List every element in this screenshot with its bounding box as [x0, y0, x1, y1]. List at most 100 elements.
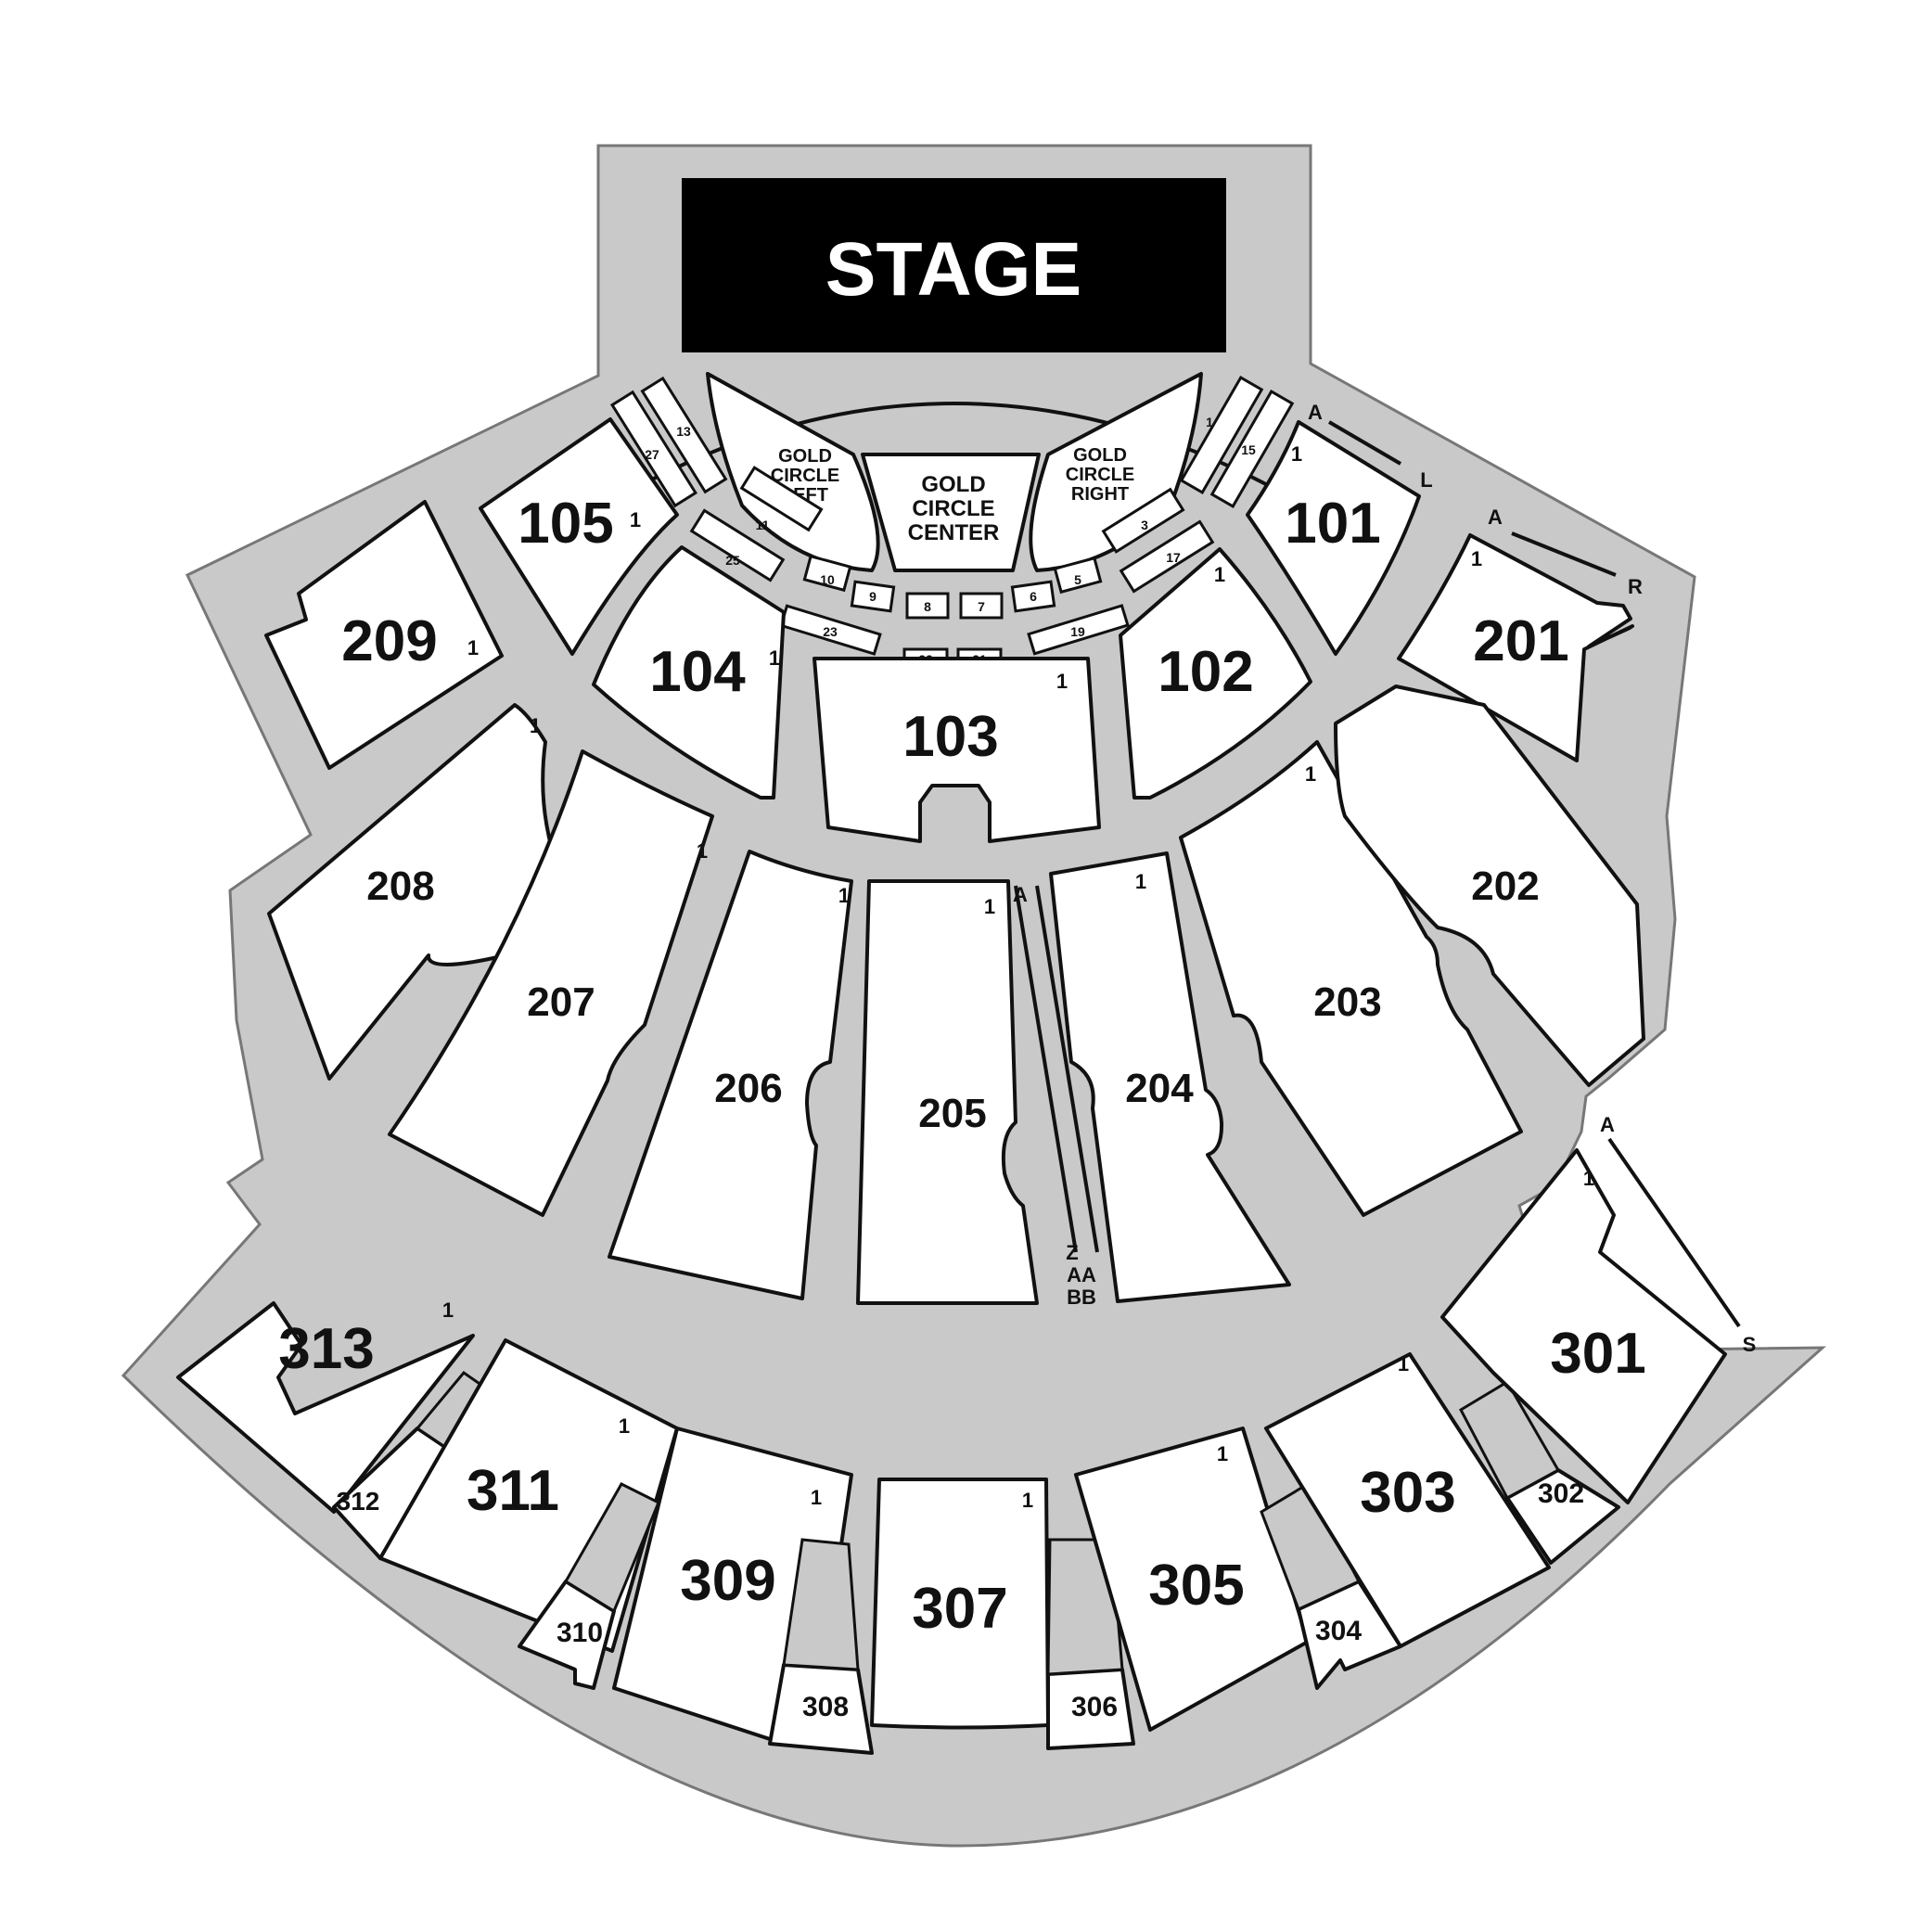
svg-text:17: 17	[1166, 550, 1181, 565]
label-205: 205	[918, 1091, 986, 1136]
section-302-gap[interactable]	[1459, 1379, 1561, 1501]
row1-305: 1	[1217, 1442, 1228, 1465]
svg-text:15: 15	[1241, 442, 1256, 457]
aisle-z-left	[1014, 885, 1078, 1253]
box-6[interactable]: 6	[1010, 580, 1056, 613]
box-3[interactable]: 3	[1101, 487, 1185, 554]
row1-209: 1	[467, 636, 479, 659]
box-25[interactable]: 25	[689, 508, 786, 582]
label-302: 302	[1538, 1478, 1584, 1509]
section-104[interactable]	[592, 545, 786, 800]
section-203[interactable]	[1179, 740, 1523, 1217]
section-206[interactable]	[608, 850, 853, 1300]
gold-circle-center[interactable]	[861, 453, 1041, 572]
label-303: 303	[1360, 1461, 1455, 1525]
row1-313: 1	[442, 1299, 454, 1322]
row1-206: 1	[838, 884, 850, 907]
gold-left-l1: GOLD	[778, 446, 832, 467]
label-101: 101	[1285, 492, 1380, 556]
row1-105: 1	[630, 508, 641, 531]
label-208: 208	[366, 864, 434, 909]
aisle-l	[1327, 420, 1402, 466]
row-l: L	[1420, 468, 1432, 492]
box-17[interactable]: 17	[1119, 519, 1215, 594]
svg-text:9: 9	[869, 589, 876, 604]
box-13[interactable]: 13	[640, 376, 728, 494]
row1-301: 1	[1583, 1167, 1594, 1190]
label-310: 310	[557, 1618, 603, 1648]
section-209[interactable]	[264, 500, 504, 770]
svg-text:27: 27	[645, 447, 659, 462]
label-207: 207	[527, 979, 595, 1025]
label-306: 306	[1071, 1692, 1118, 1722]
row1-303: 1	[1398, 1352, 1409, 1375]
label-206: 206	[714, 1066, 782, 1111]
row-a-101: A	[1308, 401, 1323, 424]
section-207[interactable]	[388, 749, 714, 1217]
section-303[interactable]	[1264, 1352, 1551, 1648]
section-205[interactable]	[856, 879, 1039, 1305]
label-313: 313	[278, 1317, 374, 1381]
box-5[interactable]: 5	[1053, 556, 1103, 595]
svg-text:5: 5	[1074, 572, 1081, 587]
row-a-301: A	[1600, 1113, 1615, 1136]
stage	[682, 178, 1226, 352]
box-27[interactable]: 27	[609, 390, 698, 508]
label-308: 308	[802, 1692, 849, 1722]
box-11[interactable]: 11	[739, 466, 824, 532]
svg-text:23: 23	[823, 624, 838, 639]
svg-text:19: 19	[1070, 624, 1085, 639]
gold-right-l1: GOLD	[1073, 445, 1127, 466]
label-201: 201	[1473, 609, 1568, 673]
gold-center-l2: CIRCLE	[912, 496, 994, 521]
section-308-gap[interactable]	[782, 1538, 860, 1671]
label-309: 309	[680, 1549, 775, 1613]
section-103[interactable]	[812, 657, 1101, 843]
label-311: 311	[467, 1459, 559, 1523]
row-aa: AA	[1067, 1263, 1096, 1286]
svg-text:3: 3	[1141, 518, 1148, 532]
aisle-r	[1511, 531, 1617, 577]
svg-text:10: 10	[820, 572, 835, 587]
section-208[interactable]	[267, 703, 554, 1081]
row1-201: 1	[1471, 547, 1482, 570]
row1-207: 1	[697, 839, 708, 863]
row1-204: 1	[1135, 870, 1146, 893]
label-104: 104	[649, 640, 746, 704]
box-19[interactable]: 19	[1027, 604, 1130, 656]
box-8[interactable]: 8	[905, 592, 950, 620]
box-7[interactable]: 7	[959, 592, 1004, 620]
box-9[interactable]: 9	[850, 580, 896, 613]
box-1-top[interactable]: 1	[1179, 376, 1264, 494]
section-201[interactable]	[1397, 533, 1634, 762]
label-202: 202	[1471, 864, 1539, 909]
section-301[interactable]	[1440, 1148, 1727, 1504]
box-10[interactable]: 10	[802, 554, 852, 593]
gold-right-l3: RIGHT	[1071, 484, 1129, 505]
row1-208: 1	[530, 714, 541, 737]
section-313[interactable]	[176, 1301, 475, 1514]
section-202[interactable]	[1334, 685, 1645, 1087]
gold-circle-left[interactable]	[706, 372, 880, 572]
section-102[interactable]	[1119, 547, 1312, 800]
label-102: 102	[1158, 640, 1253, 704]
row-a-201: A	[1488, 505, 1503, 529]
row1-307: 1	[1022, 1489, 1033, 1512]
section-105[interactable]	[479, 417, 679, 656]
label-105: 105	[518, 492, 613, 556]
section-101[interactable]	[1246, 420, 1421, 656]
label-304: 304	[1315, 1616, 1362, 1646]
row1-309: 1	[811, 1486, 822, 1509]
row1-102: 1	[1214, 563, 1225, 586]
section-204[interactable]	[1049, 851, 1291, 1303]
gold-center-l1: GOLD	[921, 472, 985, 497]
row1-311: 1	[619, 1414, 630, 1438]
aisle-z-right	[1035, 885, 1099, 1253]
svg-text:8: 8	[924, 599, 931, 614]
label-312: 312	[337, 1487, 380, 1516]
box-15[interactable]: 15	[1209, 390, 1295, 508]
row1-205: 1	[984, 895, 995, 918]
svg-text:6: 6	[1030, 589, 1037, 604]
row-bb: BB	[1067, 1286, 1096, 1309]
